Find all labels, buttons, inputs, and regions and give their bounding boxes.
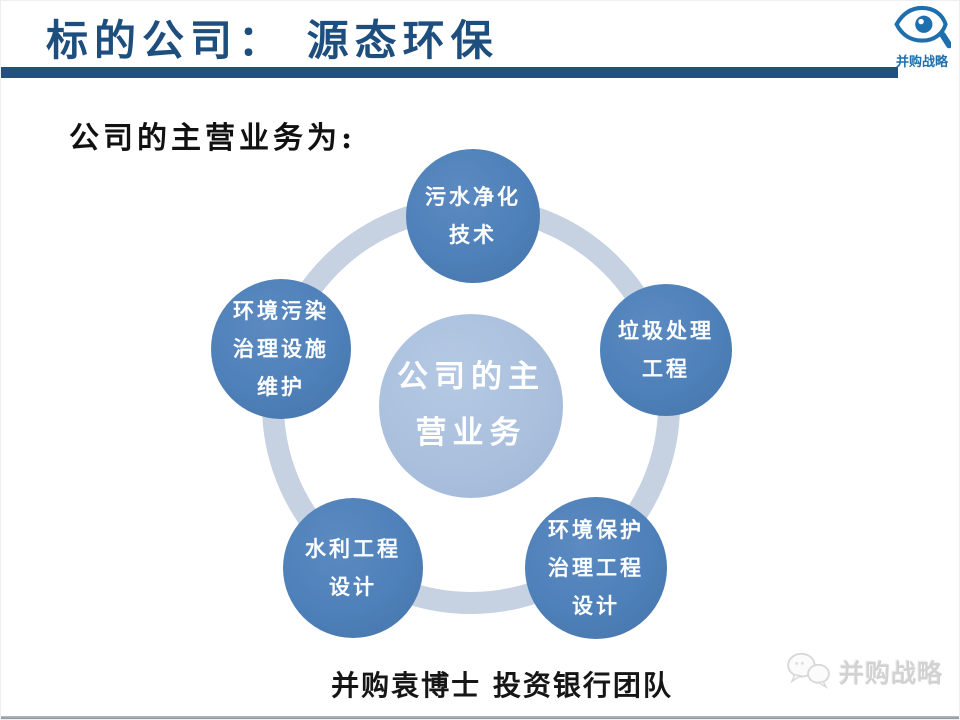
page-title: 标的公司： 源态环保 <box>46 16 499 65</box>
node-sewage-purification: 污水净化 技术 <box>406 149 540 283</box>
node-label: 垃圾处理 工程 <box>618 318 714 381</box>
node-pollution-facility-maintenance: 环境污染 治理设施 维护 <box>211 279 351 419</box>
node-label: 环境污染 治理设施 维护 <box>233 298 329 399</box>
section-heading: 公司的主营业务为: <box>69 121 357 156</box>
node-label: 污水净化 技术 <box>425 184 521 247</box>
chat-bubbles-icon <box>785 651 833 693</box>
eye-magnifier-icon <box>893 5 953 53</box>
center-circle-main-business: 公司的主 营业务 <box>379 314 563 498</box>
logo-label: 并购战略 <box>895 55 948 70</box>
buyout-strategy-logo: 并购战略 <box>889 5 955 70</box>
node-label: 环境保护 治理工程 设计 <box>548 517 644 618</box>
title-underline-bar <box>1 67 898 78</box>
node-environment-protection-design: 环境保护 治理工程 设计 <box>525 497 667 639</box>
node-water-conservancy-design: 水利工程 设计 <box>283 498 423 638</box>
node-label: 水利工程 设计 <box>305 536 401 599</box>
watermark-label: 并购战略 <box>838 659 943 688</box>
bottom-divider <box>1 716 959 719</box>
center-label: 公司的主 营业务 <box>397 359 545 451</box>
node-garbage-treatment: 垃圾处理 工程 <box>600 284 732 416</box>
wechat-watermark: 并购战略 <box>785 651 943 693</box>
footer-byline: 并购袁博士 投资银行团队 <box>331 669 673 702</box>
